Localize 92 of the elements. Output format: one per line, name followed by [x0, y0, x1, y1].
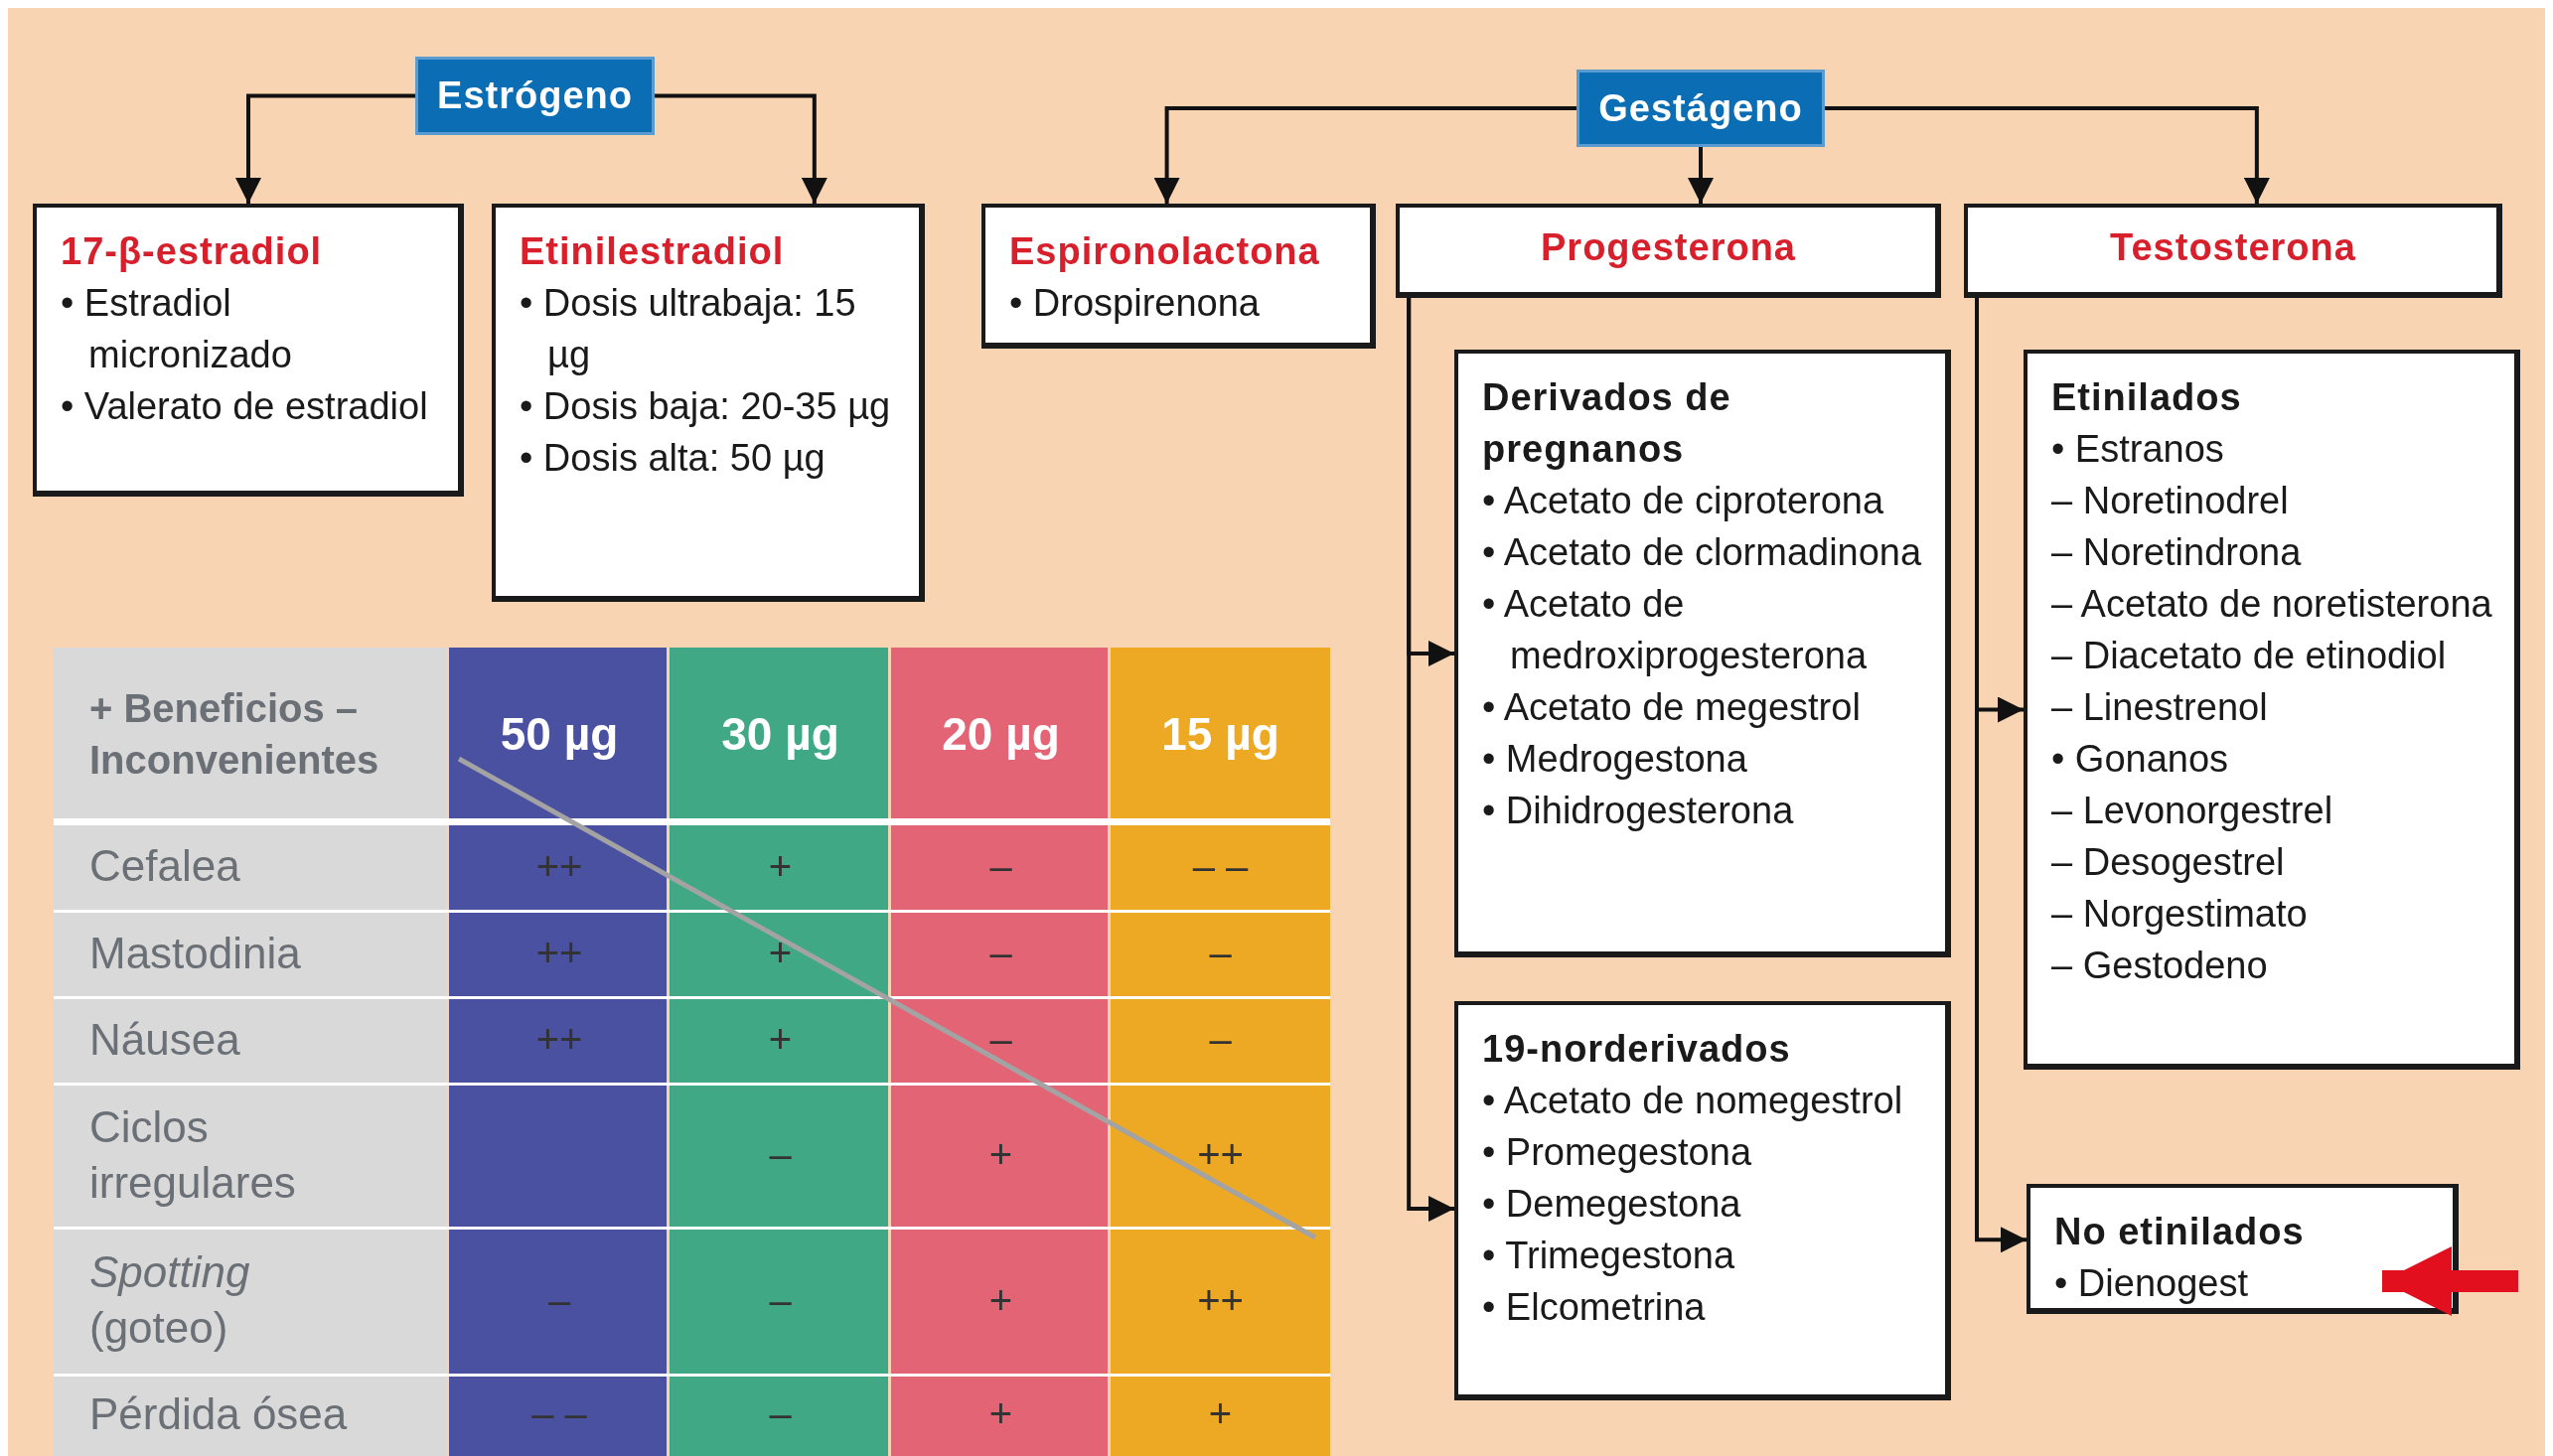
class-box: [981, 204, 1376, 349]
category-label: Estrógeno: [436, 73, 634, 118]
table-header: 15 µg: [1161, 707, 1279, 761]
list-item: • Valerato de estradiol: [61, 384, 429, 429]
list-item: – Levonorgestrel: [2051, 789, 2334, 833]
arrow: [1153, 106, 1577, 204]
group-box: [2024, 350, 2520, 1070]
box-heading: No etinilados: [2054, 1210, 2306, 1254]
box-heading: Derivados de pregnanos: [1482, 375, 1732, 472]
group-box: [1454, 350, 1951, 957]
box-heading: 17-β-estradiol: [61, 229, 324, 274]
arrow: [1688, 147, 1714, 204]
list-item: • Acetato de nomegestrol: [1482, 1079, 1904, 1123]
box-heading: Etinilestradiol: [520, 229, 786, 274]
rating-symbol: –: [989, 843, 1012, 889]
rating-symbol: +: [988, 1132, 1013, 1177]
list-item: • Dosis baja: 20-35 µg: [520, 384, 892, 429]
box-heading: Etinilados: [2051, 375, 2243, 420]
rating-symbol: +: [768, 843, 793, 889]
arrow: [655, 93, 827, 204]
rating-symbol: –: [989, 931, 1012, 975]
list-item: – Diacetato de etinodiol: [2051, 634, 2448, 678]
table-header: 30 µg: [721, 707, 839, 761]
list-item: – Desogestrel: [2051, 840, 2286, 885]
rating-symbol: – –: [1192, 843, 1249, 889]
list-item: – Acetato de noretisterona: [2051, 582, 2492, 627]
group-box: [2027, 1184, 2459, 1314]
box-heading: Progesterona: [1540, 225, 1797, 270]
rating-symbol: –: [547, 1277, 571, 1323]
rating-symbol: ++: [535, 931, 583, 975]
row-label: Spotting (goteo): [89, 1246, 251, 1354]
rating-symbol: –: [769, 1132, 792, 1177]
group-box: [1454, 1001, 1951, 1400]
table-header: 50 µg: [500, 707, 619, 761]
arrow: [1825, 106, 2270, 204]
rating-symbol: –: [1209, 1017, 1232, 1062]
rating-symbol: –: [1209, 931, 1232, 975]
list-item: • Gonanos: [2051, 737, 2230, 782]
list-item: • Dosis ultrabaja: 15 µg: [520, 281, 857, 377]
list-item: • Acetato de megestrol: [1482, 685, 1862, 730]
class-box: [1396, 204, 1941, 298]
arrow: [1407, 298, 1454, 1223]
rating-symbol: +: [768, 1017, 793, 1062]
list-item: – Noretinodrel: [2051, 479, 2290, 523]
rating-symbol: ++: [535, 1017, 583, 1062]
list-item: • Estradiol micronizado: [61, 281, 293, 377]
rating-symbol: ++: [1197, 1277, 1244, 1323]
list-item: • Acetato de ciproterona: [1482, 479, 1885, 523]
list-item: • Elcometrina: [1482, 1285, 1707, 1330]
list-item: • Medrogestona: [1482, 737, 1748, 782]
box-heading: Espironolactona: [1009, 229, 1321, 274]
list-item: • Dosis alta: 50 µg: [520, 436, 826, 481]
list-item: • Trimegestona: [1482, 1234, 1736, 1278]
row-label: Náusea: [89, 1013, 241, 1066]
rating-symbol: +: [1208, 1391, 1233, 1436]
list-item: – Linestrenol: [2051, 685, 2269, 730]
rating-symbol: – –: [531, 1391, 587, 1436]
rating-symbol: ++: [1197, 1132, 1244, 1177]
list-item: • Dienogest: [2054, 1261, 2249, 1306]
row-label: Pérdida ósea: [89, 1387, 349, 1440]
table-header: 20 µg: [942, 707, 1060, 761]
rating-symbol: –: [769, 1277, 792, 1323]
pointer-arrow: [2382, 1246, 2518, 1316]
class-box: [492, 204, 925, 602]
list-item: • Drospirenona: [1009, 281, 1261, 326]
category-label: Gestágeno: [1597, 86, 1804, 131]
rating-symbol: ++: [535, 843, 583, 889]
row-label: Ciclos irregulares: [89, 1100, 297, 1209]
category-label-box: [415, 57, 655, 135]
table-header: + Beneficios – Inconvenientes: [89, 685, 380, 784]
list-item: • Estranos: [2051, 427, 2225, 472]
box-heading: 19-norderivados: [1482, 1027, 1792, 1072]
list-item: – Gestodeno: [2051, 944, 2269, 988]
arrow: [235, 93, 415, 204]
rating-symbol: –: [989, 1017, 1012, 1062]
box-heading: Testosterona: [2109, 225, 2357, 270]
rating-symbol: –: [769, 1391, 792, 1436]
category-label-box: [1577, 70, 1825, 147]
row-label: Mastodinia: [89, 927, 302, 979]
rating-symbol: +: [768, 931, 793, 975]
list-item: • Promegestona: [1482, 1130, 1752, 1175]
class-box: [33, 204, 464, 497]
row-label: Cefalea: [89, 840, 241, 892]
rating-symbol: +: [988, 1277, 1013, 1323]
rating-symbol: +: [988, 1391, 1013, 1436]
class-box: [1964, 204, 2502, 298]
list-item: – Norgestimato: [2051, 892, 2309, 937]
list-item: • Acetato de medroxiprogesterona: [1482, 582, 1869, 678]
list-item: – Noretindrona: [2051, 530, 2303, 575]
list-item: • Demegestona: [1482, 1182, 1742, 1227]
list-item: • Dihidrogesterona: [1482, 789, 1795, 833]
list-item: • Acetato de clormadinona: [1482, 530, 1923, 575]
